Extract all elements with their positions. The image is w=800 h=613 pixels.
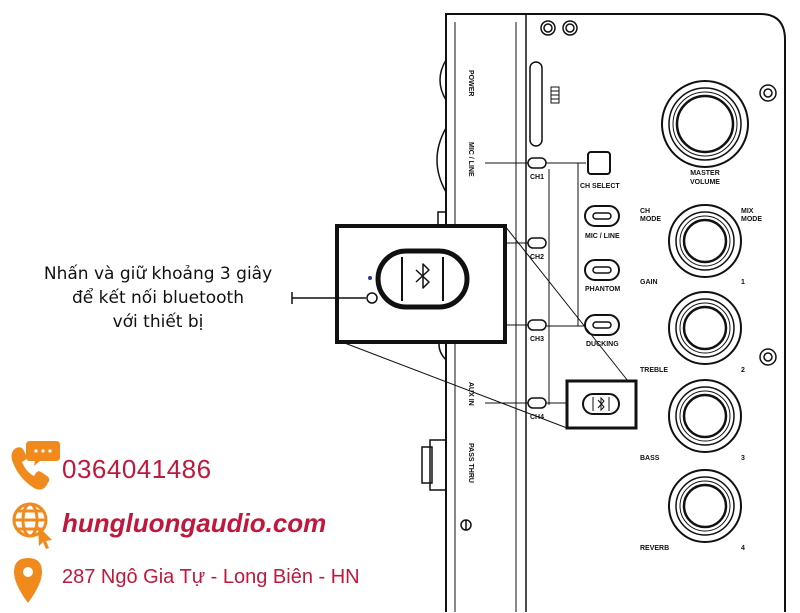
top-slot xyxy=(529,61,543,147)
ch-select-label: CH SELECT xyxy=(580,183,620,190)
ducking-button[interactable] xyxy=(584,314,620,336)
reverb-label: REVERB xyxy=(640,545,669,552)
battery-icon xyxy=(550,86,560,104)
phantom-button[interactable] xyxy=(584,259,620,281)
gain-label: GAIN xyxy=(640,279,658,286)
knob-1[interactable] xyxy=(668,204,742,278)
treble-label: TREBLE xyxy=(640,367,668,374)
ducking-label: DUCKING xyxy=(586,341,619,348)
phone-number[interactable]: 0364041486 xyxy=(62,454,212,484)
indicator-dot xyxy=(368,276,372,280)
mic-line-label: MIC / LINE xyxy=(585,233,620,240)
screw-right-middle xyxy=(759,348,777,366)
ch-select-button[interactable] xyxy=(587,151,611,175)
master-volume-knob[interactable] xyxy=(661,80,749,168)
phone-icon xyxy=(11,447,50,490)
bluetooth-icon xyxy=(415,263,430,289)
ch3-led xyxy=(527,319,547,331)
screw-top-left xyxy=(540,20,556,36)
zoom-lines xyxy=(341,225,629,429)
instruction-note: Nhấn và giữ khoảng 3 giây để kết nối blu… xyxy=(8,262,308,334)
side-label-mic-line: MIC / LINE xyxy=(467,142,474,177)
panel-outline xyxy=(445,13,786,612)
side-label-aux-in: AUX IN xyxy=(467,382,474,406)
ch-label: CH xyxy=(640,208,650,215)
knob-3[interactable] xyxy=(668,379,742,453)
ch1-led xyxy=(527,157,547,169)
side-label-power: POWER xyxy=(467,70,474,96)
cursor-icon xyxy=(38,526,52,549)
volume-label: VOLUME xyxy=(690,179,720,186)
knob-4[interactable] xyxy=(668,469,742,543)
side-label-pass-thru: PASS THRU xyxy=(467,443,474,483)
instruction-line-1: Nhấn và giữ khoảng 3 giây xyxy=(43,264,273,284)
bass-label: BASS xyxy=(640,455,660,462)
ch2-label: CH2 xyxy=(530,254,544,261)
instruction-line-2: để kết nối bluetooth xyxy=(72,288,244,308)
number-4-label: 4 xyxy=(741,545,745,552)
screw-top-right xyxy=(562,20,578,36)
mix-label: MIX xyxy=(741,208,754,215)
number-3-label: 3 xyxy=(741,455,745,462)
location-pin-icon xyxy=(14,558,42,603)
master-label: MASTER xyxy=(690,170,720,177)
ch1-label: CH1 xyxy=(530,174,544,181)
ch-mode-label: MODE xyxy=(640,216,661,223)
number-2-label: 2 xyxy=(741,367,745,374)
channel-lines xyxy=(485,162,590,405)
ch2-led xyxy=(527,237,547,249)
ch4-led xyxy=(527,397,547,409)
mix-mode-label: MODE xyxy=(741,216,762,223)
ch4-label: CH4 xyxy=(530,414,544,421)
website-link[interactable]: hungluongaudio.com xyxy=(62,508,327,538)
mic-line-button[interactable] xyxy=(584,205,620,227)
ch3-label: CH3 xyxy=(530,336,544,343)
knob-2[interactable] xyxy=(668,291,742,365)
number-1-label: 1 xyxy=(741,279,745,286)
bluetooth-button-small[interactable] xyxy=(582,393,620,415)
chat-bubble-icon xyxy=(26,441,60,466)
screw-right-upper xyxy=(759,84,777,102)
headphone-icon xyxy=(460,519,472,531)
instruction-line-3: với thiết bị xyxy=(112,312,204,332)
phantom-label: PHANTOM xyxy=(585,286,620,293)
indicator-ring xyxy=(366,292,378,304)
address-text: 287 Ngô Gia Tự - Long Biên - HN xyxy=(62,566,360,588)
